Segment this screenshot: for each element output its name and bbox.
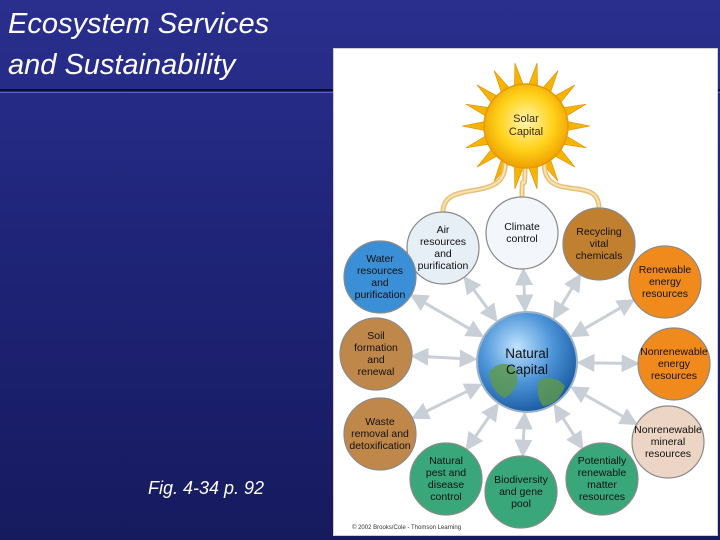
- service-arrow: [569, 386, 639, 426]
- service-label-line: energy: [657, 358, 691, 370]
- service-label-line: Renewable: [638, 264, 692, 276]
- service-label-line: renewable: [577, 467, 627, 479]
- service-label-line: mineral: [650, 436, 686, 448]
- service-label-line: and: [367, 354, 385, 366]
- slide-title: Ecosystem Services and Sustainability: [8, 4, 269, 86]
- service-label-line: Recycling: [576, 226, 622, 238]
- service-arrow: [410, 347, 478, 368]
- service-label-line: resources: [650, 370, 698, 382]
- energy-ribbon-core: [543, 163, 600, 209]
- service-label-line: resources: [419, 236, 467, 248]
- service-label-line: Waste: [365, 416, 395, 428]
- natural-capital-diagram: Solar Capital Natural Capital © 2002 Bro…: [333, 48, 718, 536]
- sun-disc: [483, 83, 569, 169]
- service-arrow: [514, 411, 533, 458]
- service-node-nonrenewable-energy: [637, 327, 711, 401]
- service-node-potentially-renewable: [565, 442, 639, 516]
- center-label-line-2: Capital: [505, 362, 549, 377]
- service-label-line: and: [371, 277, 389, 289]
- service-label-line: matter: [587, 479, 617, 491]
- service-label-line: formation: [354, 342, 398, 354]
- service-label-line: pest and: [425, 467, 467, 479]
- center-label: Natural Capital: [505, 346, 549, 378]
- diagram-graphic: [339, 62, 711, 529]
- service-label-line: and: [434, 248, 452, 260]
- service-label-line: chemicals: [575, 250, 623, 262]
- service-label-line: Biodiversity: [494, 474, 548, 486]
- service-node-soil: [339, 317, 413, 391]
- service-node-climate: [485, 196, 559, 270]
- figure-caption: Fig. 4-34 p. 92: [148, 478, 265, 498]
- service-node-waste: [343, 397, 417, 471]
- service-label-line: resources: [641, 288, 689, 300]
- service-arrow: [576, 353, 640, 373]
- service-label-line: Nonrenewable: [640, 346, 708, 358]
- service-label-line: Water: [366, 253, 394, 265]
- service-node-renewable-energy: [628, 245, 702, 319]
- energy-ribbon: [440, 161, 508, 215]
- service-label-line: resources: [578, 491, 626, 503]
- service-label-line: and gene: [499, 486, 543, 498]
- earth-land: [489, 363, 518, 398]
- service-label-line: disease: [427, 479, 465, 491]
- service-label-line: purification: [417, 260, 469, 272]
- earth-land: [537, 378, 565, 406]
- service-arrow: [463, 275, 498, 323]
- service-node-air: [406, 211, 480, 285]
- service-arrow: [409, 294, 485, 338]
- title-line-2: and Sustainability: [8, 49, 236, 81]
- service-arrow: [552, 273, 582, 320]
- sun-ray: [565, 120, 591, 132]
- service-label-line: Natural: [429, 455, 463, 467]
- service-label-line: control: [430, 491, 462, 503]
- service-label-line: Climate: [504, 221, 540, 233]
- copyright-notice: © 2002 Brooks/Cole - Thomson Learning: [352, 525, 462, 531]
- service-label-line: energy: [648, 276, 682, 288]
- title-line-1: Ecosystem Services: [8, 8, 270, 40]
- service-node-recycling: [562, 207, 636, 281]
- service-arrow: [515, 267, 534, 313]
- service-label-line: removal and: [351, 428, 409, 440]
- service-label-line: resources: [644, 448, 692, 460]
- sun-ray: [461, 120, 487, 132]
- energy-ribbon-core: [521, 163, 526, 198]
- service-arrow: [553, 403, 584, 451]
- center-label-line-1: Natural: [505, 346, 549, 361]
- sun-label: Solar Capital: [509, 113, 543, 139]
- service-label-line: purification: [354, 289, 406, 301]
- service-label-line: Potentially: [577, 455, 627, 467]
- service-label-line: pool: [511, 498, 531, 510]
- service-node-nonrenewable-mineral: [631, 405, 705, 479]
- sun-label-line-2: Capital: [508, 126, 544, 138]
- service-arrow: [569, 299, 636, 338]
- service-label-line: Air: [436, 224, 450, 236]
- energy-ribbon-core: [442, 163, 507, 213]
- service-label-line: renewal: [357, 366, 395, 378]
- service-label-line: resources: [356, 265, 404, 277]
- sun-label-line-1: Solar: [513, 113, 539, 125]
- service-node-pest: [409, 442, 483, 516]
- service-label-line: detoxification: [349, 440, 411, 452]
- service-label-line: Soil: [367, 330, 385, 342]
- service-arrow: [465, 402, 499, 451]
- service-label-line: control: [506, 233, 538, 245]
- service-node-biodiversity: [484, 455, 558, 529]
- service-node-water: [343, 240, 417, 314]
- service-label-line: vital: [589, 238, 609, 250]
- service-arrow: [410, 383, 483, 420]
- service-label-line: Nonrenewable: [634, 424, 702, 436]
